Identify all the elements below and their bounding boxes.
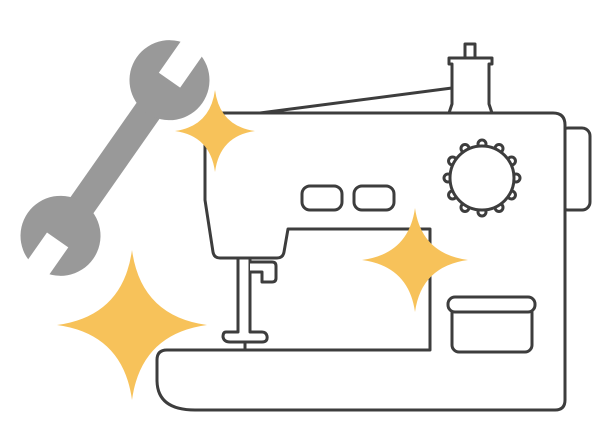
presser-foot xyxy=(221,256,269,344)
sparkle-icon xyxy=(175,90,255,172)
button-1 xyxy=(300,184,344,212)
sparkles xyxy=(57,90,468,400)
sewing-machine-icon xyxy=(155,42,592,412)
sparkle-icon xyxy=(57,250,207,400)
thread xyxy=(259,86,453,115)
spool-pin xyxy=(463,42,477,60)
wrench-icon xyxy=(18,31,210,289)
needle-clamp xyxy=(250,260,278,284)
button-2 xyxy=(352,184,396,212)
spool xyxy=(447,56,494,115)
accessory-box-lid xyxy=(446,295,537,314)
dial-icon xyxy=(442,138,522,218)
sparkle-icon xyxy=(362,208,468,312)
